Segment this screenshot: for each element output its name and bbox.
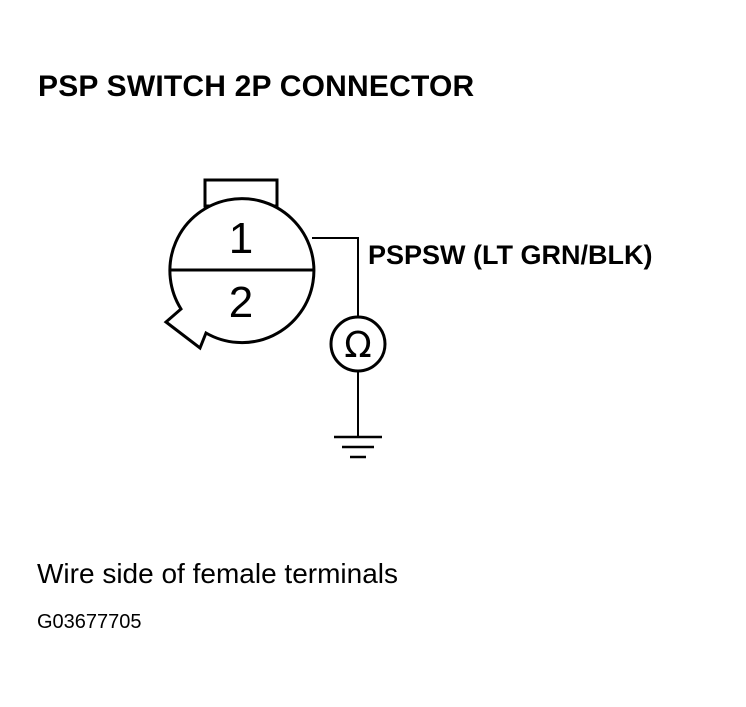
ground-icon xyxy=(334,435,382,459)
figure-id: G03677705 xyxy=(37,611,142,633)
connector-icon xyxy=(163,178,316,351)
ohm-symbol: Ω xyxy=(344,325,372,366)
caption: Wire side of female terminals xyxy=(37,558,399,589)
diagram-title: PSP SWITCH 2P CONNECTOR xyxy=(38,70,475,103)
pin-2-label: 2 xyxy=(229,278,253,327)
ohmmeter-icon: Ω xyxy=(329,315,387,373)
wire-lead xyxy=(312,237,359,318)
wire-label: PSPSW (LT GRN/BLK) xyxy=(368,240,653,270)
pin-1-label: 1 xyxy=(229,214,253,263)
connector-housing xyxy=(163,197,316,351)
